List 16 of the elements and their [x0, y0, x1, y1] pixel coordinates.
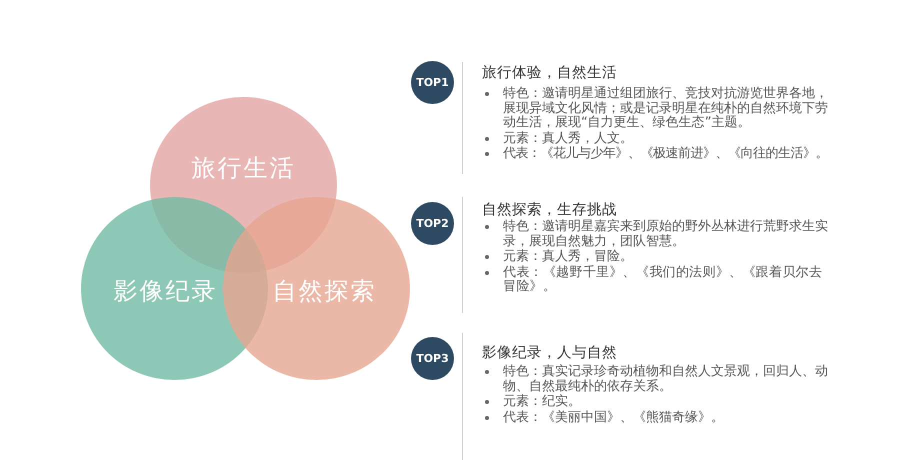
venn-circle: 自然探索	[223, 197, 410, 380]
list-text: 特色：邀请明星通过组团旅行、竞技对抗游览世界各地，展现异域文化风情；或是记录明星在纯朴的自然环境下劳动生活，展现“自力更生、绿色生态”主题。	[503, 87, 829, 130]
list-text: 特色：真实记录珍奇动植物和自然人文景观，回归人、动物、自然最纯朴的依存关系。	[503, 365, 829, 394]
list-text: 代表：《花儿与少年》、《极速前进》、《向往的生活》。	[503, 147, 829, 162]
list-text: 代表：《越野千里》、《我们的法则》、《跟着贝尔去冒险》。	[503, 266, 824, 294]
rank-badge: TOP3	[411, 337, 454, 380]
list-text: 元素：纪实。	[503, 395, 582, 410]
list-text: 特色：邀请明星嘉宾来到原始的野外丛林进行荒野求生实录，展现自然魅力，团队智慧。	[503, 220, 829, 249]
section-heading: 自然探索，生存挑战	[482, 201, 618, 219]
section-heading: 影像纪录，人与自然	[482, 344, 618, 362]
section-heading: 旅行体验，自然生活	[482, 64, 618, 82]
list-text: 元素：真人秀，人文。	[503, 132, 634, 146]
list-text: 代表：《美丽中国》、《熊猫奇缘》。	[503, 410, 725, 425]
rank-badge: TOP1	[411, 61, 454, 104]
list-text: 元素：真人秀，冒险。	[503, 250, 634, 264]
rank-badge: TOP2	[411, 202, 454, 245]
